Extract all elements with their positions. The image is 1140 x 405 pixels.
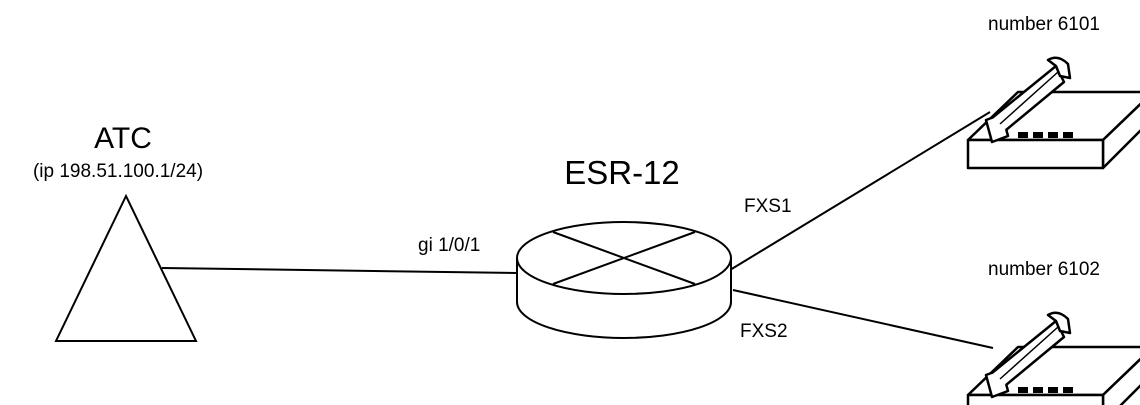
telephone-icon: [968, 313, 1140, 405]
link-atc-router: [162, 268, 518, 273]
phone-6102[interactable]: [968, 313, 1140, 405]
fxs2-label: FXS2: [740, 321, 788, 342]
router-node[interactable]: [517, 222, 731, 338]
link-fxs1: [730, 112, 990, 270]
atc-ip: (ip 198.51.100.1/24): [33, 161, 203, 182]
router-port-label: gi 1/0/1: [418, 235, 480, 256]
phone-6101-label: number 6101: [988, 14, 1100, 35]
atc-title: ATC: [94, 122, 152, 155]
phone-6102-label: number 6102: [988, 259, 1100, 280]
fxs1-label: FXS1: [744, 196, 792, 217]
router-title: ESR-12: [564, 154, 680, 191]
telephone-icon: [968, 58, 1140, 168]
phone-6101[interactable]: [968, 58, 1140, 168]
